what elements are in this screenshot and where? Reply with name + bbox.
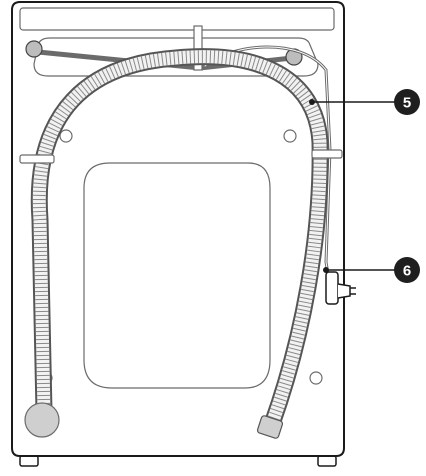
hose-clip-right bbox=[311, 149, 343, 159]
callout-6-dot bbox=[323, 267, 329, 273]
inlet-fitting-left bbox=[25, 40, 43, 58]
cabinet-outline bbox=[11, 1, 345, 457]
callout-5-number: 5 bbox=[403, 95, 411, 112]
callout-6-number: 6 bbox=[403, 263, 411, 280]
hose-clip-left bbox=[19, 154, 55, 164]
left-foot bbox=[19, 455, 39, 467]
drain-hose bbox=[30, 48, 329, 433]
power-cord-plug bbox=[325, 271, 356, 305]
screw-hole-top-right bbox=[283, 129, 297, 143]
top-hose-clip bbox=[193, 25, 203, 71]
drain-outlet bbox=[24, 402, 60, 438]
screw-hole-bottom-right bbox=[309, 371, 323, 385]
screw-hole-top-left bbox=[59, 129, 73, 143]
rear-bracket bbox=[33, 37, 319, 77]
callout-5-circle bbox=[394, 89, 420, 115]
rear-panel bbox=[83, 162, 271, 389]
callout-5-dot bbox=[309, 99, 315, 105]
callout-6-circle bbox=[394, 257, 420, 283]
right-foot bbox=[317, 455, 337, 467]
hose-end-cap bbox=[256, 415, 284, 439]
top-panel bbox=[19, 7, 335, 31]
